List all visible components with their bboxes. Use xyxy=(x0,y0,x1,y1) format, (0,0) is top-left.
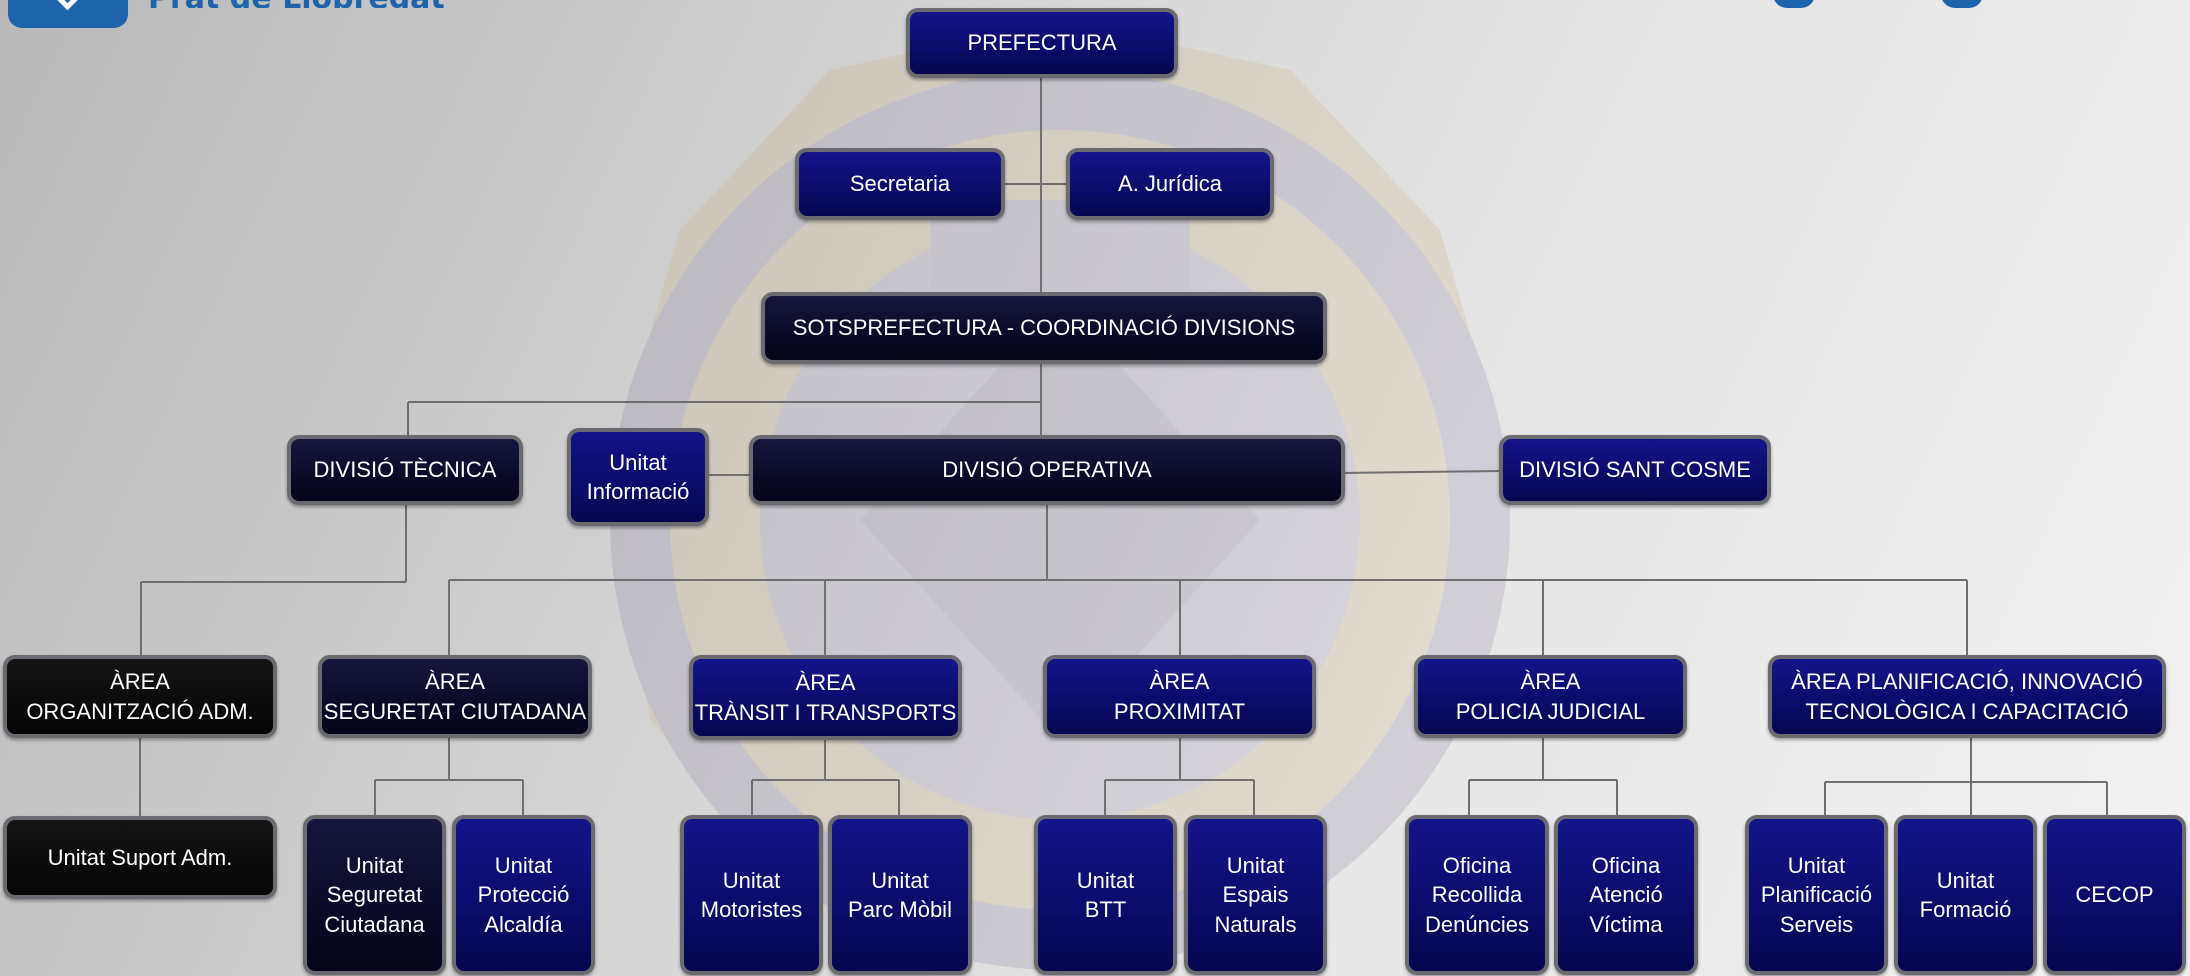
cecop-box: CECOP xyxy=(2043,815,2186,975)
juridica-box: A. Jurídica xyxy=(1066,148,1274,220)
prefectura-box: PREFECTURA xyxy=(906,8,1178,78)
area-policia-box: ÀREA POLICIA JUDICIAL xyxy=(1414,655,1687,738)
oficina-atencio-box: Oficina Atenció Víctima xyxy=(1554,815,1698,975)
city-logo-text: Prat de Llobregat xyxy=(148,0,445,8)
unitat-espais-box: Unitat Espais Naturals xyxy=(1184,815,1327,975)
area-organitzacio-box: ÀREA ORGANITZACIÓ ADM. xyxy=(3,655,277,738)
corner-logo-shape xyxy=(1941,0,1983,8)
area-planificacio-box: ÀREA PLANIFICACIÓ, INNOVACIÓ TECNOLÒGICA… xyxy=(1768,655,2166,738)
divisio-tecnica-box: DIVISIÓ TÈCNICA xyxy=(287,435,523,505)
unitat-seguretat-box: Unitat Seguretat Ciutadana xyxy=(303,815,446,975)
unitat-informacio-box: Unitat Informació xyxy=(567,428,709,526)
oficina-recollida-box: Oficina Recollida Denúncies xyxy=(1405,815,1549,975)
unitat-parc-box: Unitat Parc Mòbil xyxy=(828,815,972,975)
area-proximitat-box: ÀREA PROXIMITAT xyxy=(1043,655,1316,738)
divisio-sant-cosme-box: DIVISIÓ SANT COSME xyxy=(1499,435,1771,505)
unitat-btt-box: Unitat BTT xyxy=(1034,815,1177,975)
unitat-suport-box: Unitat Suport Adm. xyxy=(3,816,277,899)
city-logo-badge xyxy=(8,0,128,28)
secretaria-box: Secretaria xyxy=(795,148,1005,220)
area-seguretat-box: ÀREA SEGURETAT CIUTADANA xyxy=(318,655,592,738)
unitat-proteccio-box: Unitat Protecció Alcaldía xyxy=(452,815,595,975)
unitat-formacio-box: Unitat Formació xyxy=(1894,815,2037,975)
corner-logo-shape xyxy=(1773,0,1815,8)
sotsprefectura-box: SOTSPREFECTURA - COORDINACIÓ DIVISIONS xyxy=(761,292,1327,364)
divisio-operativa-box: DIVISIÓ OPERATIVA xyxy=(749,435,1345,505)
area-transit-box: ÀREA TRÀNSIT I TRANSPORTS xyxy=(689,655,962,740)
unitat-motoristes-box: Unitat Motoristes xyxy=(680,815,823,975)
unitat-planificacio-box: Unitat Planificació Serveis xyxy=(1745,815,1888,975)
